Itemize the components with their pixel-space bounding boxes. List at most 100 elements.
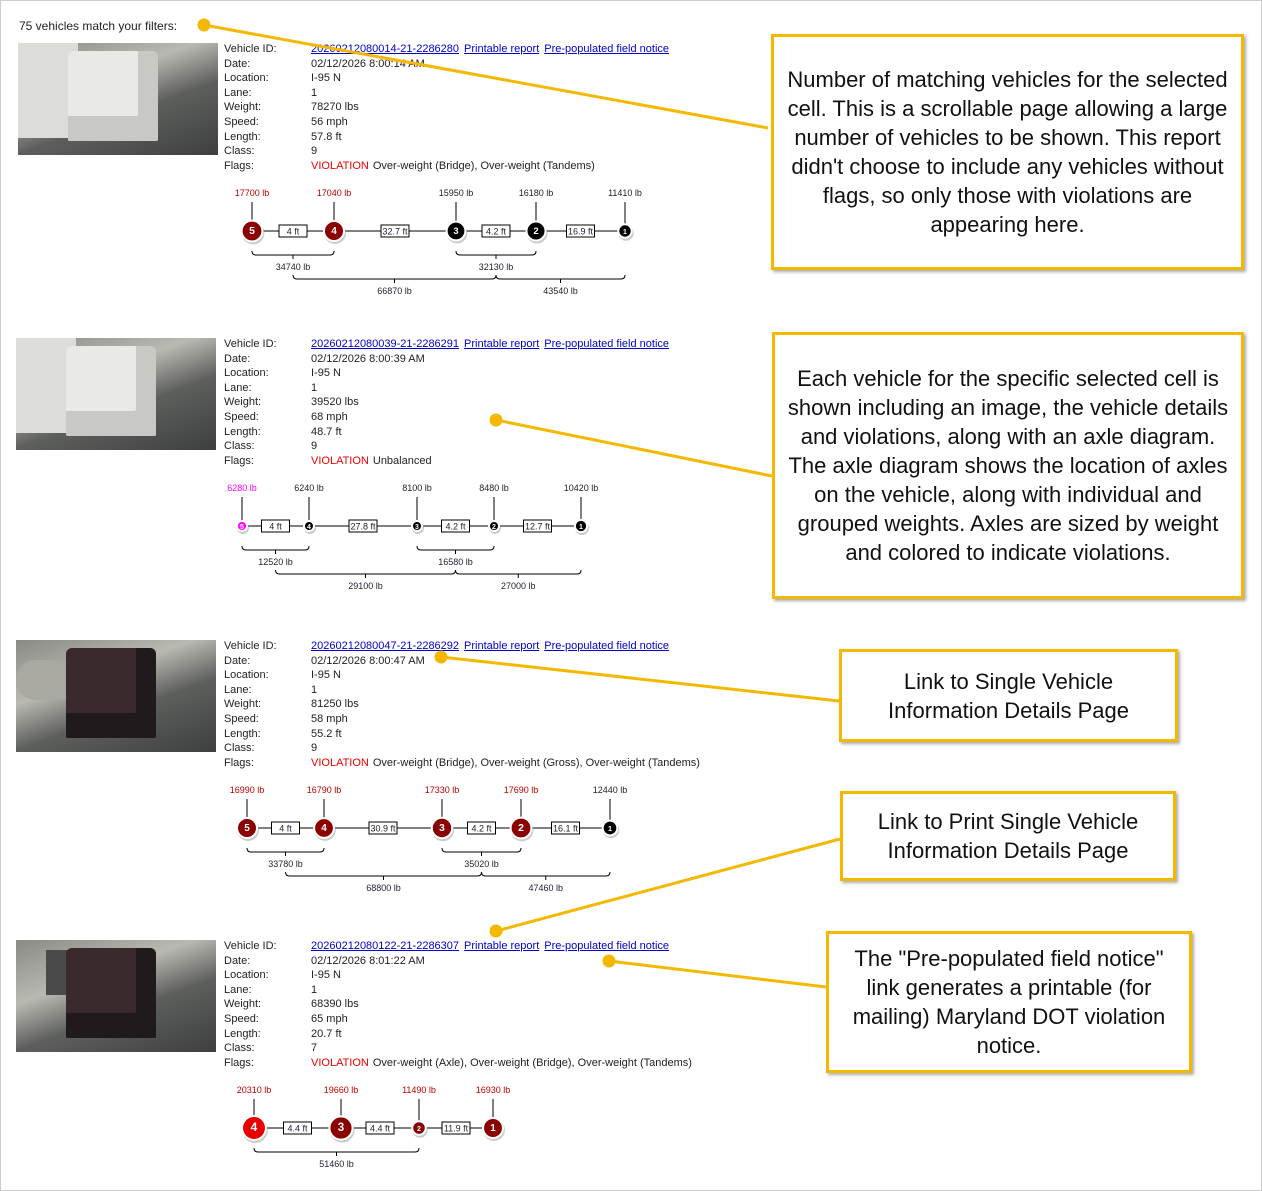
axle-number: 2 [518, 823, 524, 834]
axle-number: 4 [331, 226, 337, 237]
vehicle-id-link[interactable]: 20260212080014-21-2286280 [311, 43, 460, 55]
truck-shape [66, 648, 156, 738]
detail-value: 48.7 ft [311, 425, 342, 440]
vehicle-id-link[interactable]: 20260212080047-21-2286292 [311, 640, 460, 652]
detail-label: Class: [224, 1042, 255, 1055]
axle-weight-label: 6280 lb [227, 483, 257, 493]
detail-value: 57.8 ft [311, 130, 342, 145]
detail-value: 9 [311, 144, 317, 159]
detail-value: 02/12/2026 8:00:39 AM [311, 352, 425, 367]
vehicle-photo[interactable] [18, 43, 218, 155]
axle-spacing-label: 16.9 ft [568, 227, 594, 237]
truck-shape [68, 51, 158, 141]
callout-dot [197, 18, 211, 32]
axle-spacing-label: 27.8 ft [350, 522, 376, 532]
detail-value: I-95 N [311, 71, 341, 86]
axle-circle [241, 1115, 267, 1141]
axle-weight-label: 15950 lb [439, 188, 474, 198]
detail-value: 20260212080039-21-2286291 Printable repor… [311, 337, 674, 352]
detail-value: 65 mph [311, 1012, 348, 1027]
field-notice-link[interactable]: Pre-populated field notice [544, 940, 670, 952]
axle-spacing-label: 30.9 ft [370, 824, 396, 834]
printable-report-link[interactable]: Printable report [464, 940, 540, 952]
detail-label: Length: [224, 130, 261, 143]
detail-value: I-95 N [311, 668, 341, 683]
detail-value: 81250 lbs [311, 697, 359, 712]
printable-report-link[interactable]: Printable report [464, 43, 540, 55]
detail-label: Lane: [224, 683, 252, 696]
detail-label: Weight: [224, 998, 262, 1011]
group-bracket [455, 569, 582, 575]
lane-value: 1 [311, 683, 318, 696]
vehicle-id-link[interactable]: 20260212080039-21-2286291 [311, 338, 460, 350]
detail-label: Weight: [224, 101, 262, 114]
axle-weight-label: 16180 lb [519, 188, 554, 198]
group-weight-label: 68800 lb [366, 883, 401, 893]
group-bracket [441, 847, 522, 853]
annotation-field-notice: The "Pre-populated field notice" link ge… [826, 931, 1192, 1073]
vehicle-photo[interactable] [16, 640, 216, 752]
detail-label: Date: [224, 352, 251, 365]
group-weight-label: 66870 lb [377, 286, 412, 296]
vehicle-photo[interactable] [16, 338, 216, 450]
flags-text: Over-weight (Bridge), Over-weight (Gross… [372, 756, 700, 769]
detail-value: 9 [311, 741, 317, 756]
detail-row-speed: Speed:68 mph [224, 410, 674, 425]
group-bracket [241, 545, 310, 551]
axle-weight-label: 17040 lb [317, 188, 352, 198]
detail-row-weight: Weight: 78270 lbs [224, 100, 674, 115]
field-notice-link[interactable]: Pre-populated field notice [544, 338, 670, 350]
axle-spacing-box [467, 821, 496, 835]
detail-row-speed: Speed:65 mph [224, 1012, 692, 1027]
axle-spacing-box [271, 821, 300, 835]
axle-circle [236, 817, 258, 839]
group-weight-label: 51460 lb [319, 1159, 354, 1169]
vehicle-details: Vehicle ID: 20260212080047-21-2286292 Prin… [224, 639, 700, 770]
detail-label: Location: [224, 72, 269, 85]
detail-row-length: Length:20.7 ft [224, 1027, 692, 1042]
axle-spacing-label: 4.2 ft [486, 227, 507, 237]
axle-spacing-box [551, 821, 580, 835]
date-value: 02/12/2026 8:01:22 AM [311, 954, 425, 967]
detail-label: Date: [224, 954, 251, 967]
vehicle-photo[interactable] [16, 940, 216, 1052]
weight-value: 68390 lbs [311, 998, 359, 1011]
detail-value: 78270 lbs [311, 100, 359, 115]
axle-number: 5 [240, 524, 244, 531]
detail-row-date: Date: 02/12/2026 8:00:39 AM [224, 352, 674, 367]
detail-label: Flags: [224, 1056, 254, 1069]
lane-value: 1 [311, 86, 318, 99]
detail-label: Length: [224, 425, 261, 438]
field-notice-link[interactable]: Pre-populated field notice [544, 640, 670, 652]
date-value: 02/12/2026 8:00:47 AM [311, 654, 425, 667]
axle-spacing-label: 4 ft [287, 227, 300, 237]
group-bracket [292, 274, 497, 280]
axle-spacing-label: 12.7 ft [525, 522, 551, 532]
field-notice-link[interactable]: Pre-populated field notice [544, 43, 670, 55]
detail-label: Vehicle ID: [224, 640, 277, 652]
printable-report-link[interactable]: Printable report [464, 338, 540, 350]
printable-report-link[interactable]: Printable report [464, 640, 540, 652]
detail-label: Vehicle ID: [224, 43, 277, 55]
detail-label: Lane: [224, 983, 252, 996]
axle-number: 5 [249, 226, 255, 237]
weight-value: 39520 lbs [311, 396, 359, 409]
axle-weight-label: 8100 lb [402, 483, 432, 493]
detail-value: 20260212080014-21-2286280 Printable repor… [311, 42, 674, 57]
detail-value: 1 [311, 983, 317, 998]
class-value: 9 [311, 440, 318, 453]
vehicle-id-link[interactable]: 20260212080122-21-2286307 [311, 940, 460, 952]
axle-spacing-box [278, 224, 308, 238]
axle-weight-label: 17700 lb [235, 188, 270, 198]
annotation-details-link: Link to Single Vehicle Information Detai… [839, 649, 1178, 742]
